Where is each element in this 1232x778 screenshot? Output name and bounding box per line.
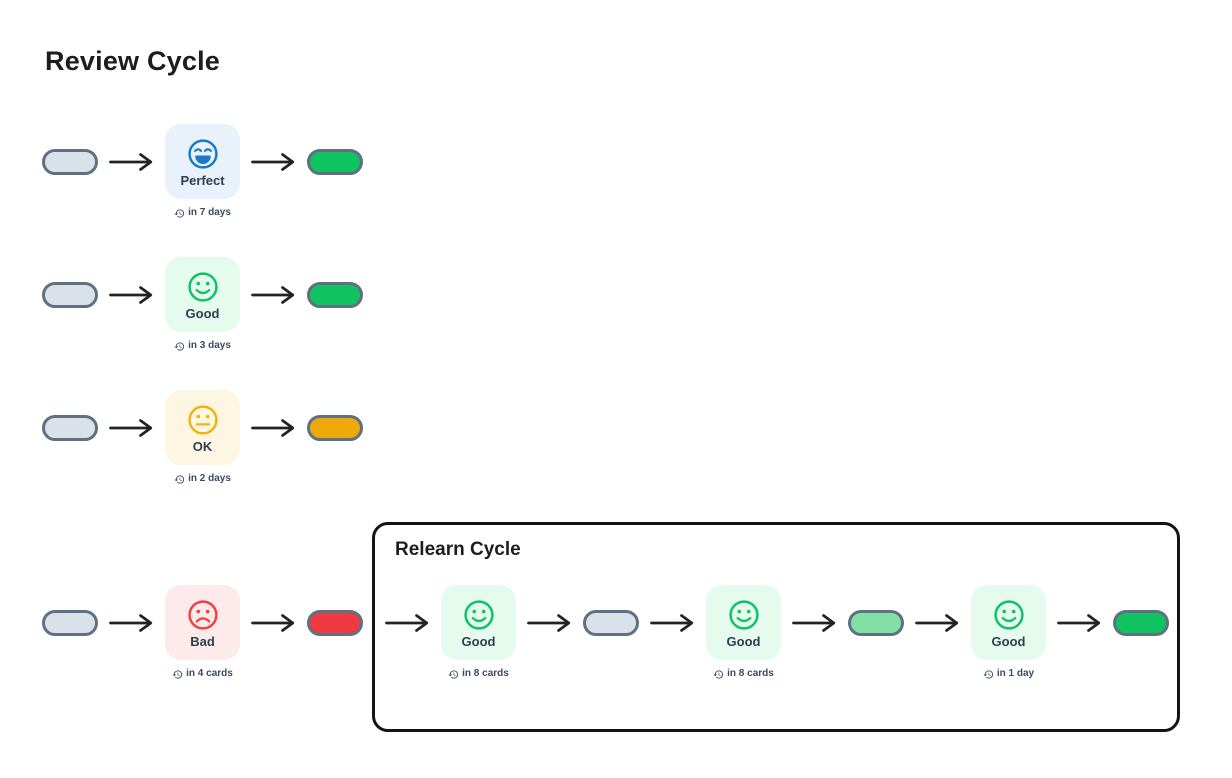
interval-caption: in 8 cards bbox=[713, 668, 774, 680]
due-card-pill bbox=[42, 609, 98, 636]
history-clock-icon bbox=[174, 474, 185, 485]
arrow-right-icon bbox=[251, 611, 296, 635]
smiling-face-icon bbox=[186, 270, 220, 304]
review-row-perfect: Perfect in 7 days bbox=[0, 124, 363, 218]
rating-card-good: Good bbox=[165, 257, 240, 332]
arrow-right-icon bbox=[109, 150, 154, 174]
scheduled-card-pill bbox=[307, 148, 363, 175]
scheduled-card-pill bbox=[307, 414, 363, 441]
interval-text: in 2 days bbox=[188, 473, 231, 484]
arrow-right-icon bbox=[109, 416, 154, 440]
rating-card-good: Good bbox=[441, 585, 516, 660]
rating-label: Good bbox=[991, 633, 1026, 649]
history-clock-icon bbox=[713, 669, 724, 680]
arrow-right-icon bbox=[251, 150, 296, 174]
relearn-rating-node-3: Good in 1 day bbox=[971, 585, 1046, 680]
arrow-right-icon bbox=[650, 611, 695, 635]
review-row-bad: Bad in 4 cards bbox=[0, 585, 363, 679]
due-card-pill bbox=[42, 281, 98, 308]
rating-label: OK bbox=[192, 438, 213, 454]
frowning-face-icon bbox=[186, 598, 220, 632]
interval-caption: in 4 cards bbox=[172, 668, 233, 680]
smiling-face-icon bbox=[992, 598, 1026, 632]
laughing-face-icon bbox=[186, 137, 220, 171]
due-card-pill bbox=[42, 414, 98, 441]
interval-caption: in 7 days bbox=[174, 207, 231, 219]
interval-text: in 7 days bbox=[188, 207, 231, 218]
interval-caption: in 3 days bbox=[174, 340, 231, 352]
rating-label: Good bbox=[461, 633, 496, 649]
review-row-ok: OK in 2 days bbox=[0, 390, 363, 484]
arrow-right-icon bbox=[385, 611, 430, 635]
arrow-right-icon bbox=[251, 283, 296, 307]
history-clock-icon bbox=[983, 669, 994, 680]
arrow-right-icon bbox=[792, 611, 837, 635]
rating-label: Good bbox=[726, 633, 761, 649]
interval-caption: in 2 days bbox=[174, 473, 231, 485]
arrow-right-icon bbox=[109, 611, 154, 635]
rating-node-bad: Bad in 4 cards bbox=[165, 585, 240, 680]
interval-caption: in 8 cards bbox=[448, 668, 509, 680]
relearn-step-pill bbox=[848, 609, 904, 636]
rating-card-perfect: Perfect bbox=[165, 124, 240, 199]
rating-label: Good bbox=[185, 305, 220, 321]
history-clock-icon bbox=[448, 669, 459, 680]
scheduled-card-pill bbox=[1113, 609, 1169, 636]
rating-label: Perfect bbox=[180, 172, 225, 188]
history-clock-icon bbox=[172, 669, 183, 680]
review-row-good: Good in 3 days bbox=[0, 257, 363, 351]
interval-caption: in 1 day bbox=[983, 668, 1034, 680]
rating-node-ok: OK in 2 days bbox=[165, 390, 240, 485]
interval-text: in 4 cards bbox=[186, 668, 233, 679]
relearn-cycle-row: Good in 8 cards Good in 8 cards bbox=[385, 585, 1169, 679]
relearn-card-pill bbox=[307, 609, 363, 636]
arrow-right-icon bbox=[1057, 611, 1102, 635]
neutral-face-icon bbox=[186, 403, 220, 437]
rating-card-good: Good bbox=[971, 585, 1046, 660]
history-clock-icon bbox=[174, 341, 185, 352]
page-title: Review Cycle bbox=[45, 46, 220, 76]
relearn-cycle-box: Relearn Cycle Good in 8 cards Good in 8 … bbox=[372, 522, 1180, 732]
rating-card-good: Good bbox=[706, 585, 781, 660]
due-card-pill bbox=[42, 148, 98, 175]
interval-text: in 8 cards bbox=[727, 668, 774, 679]
history-clock-icon bbox=[174, 208, 185, 219]
relearn-step-pill bbox=[583, 609, 639, 636]
rating-node-good: Good in 3 days bbox=[165, 257, 240, 352]
rating-card-bad: Bad bbox=[165, 585, 240, 660]
interval-text: in 3 days bbox=[188, 340, 231, 351]
rating-node-perfect: Perfect in 7 days bbox=[165, 124, 240, 219]
arrow-right-icon bbox=[915, 611, 960, 635]
scheduled-card-pill bbox=[307, 281, 363, 308]
interval-text: in 8 cards bbox=[462, 668, 509, 679]
relearn-rating-node-2: Good in 8 cards bbox=[706, 585, 781, 680]
smiling-face-icon bbox=[727, 598, 761, 632]
rating-card-ok: OK bbox=[165, 390, 240, 465]
relearn-rating-node-1: Good in 8 cards bbox=[441, 585, 516, 680]
smiling-face-icon bbox=[462, 598, 496, 632]
interval-text: in 1 day bbox=[996, 668, 1035, 679]
arrow-right-icon bbox=[109, 283, 154, 307]
relearn-cycle-title: Relearn Cycle bbox=[395, 539, 521, 560]
arrow-right-icon bbox=[251, 416, 296, 440]
rating-label: Bad bbox=[190, 633, 215, 649]
arrow-right-icon bbox=[527, 611, 572, 635]
